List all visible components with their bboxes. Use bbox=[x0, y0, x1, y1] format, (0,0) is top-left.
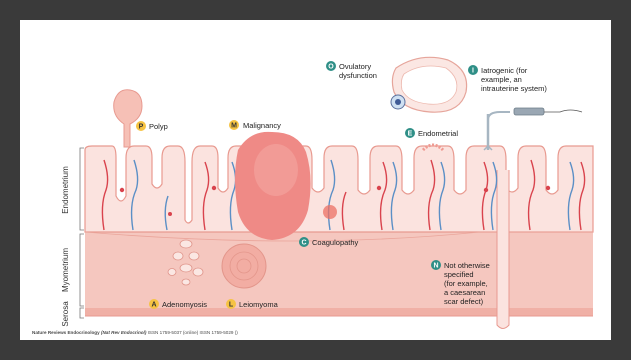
label-malignancy: M Malignancy bbox=[229, 120, 281, 130]
not-otherwise-line-2: specified bbox=[444, 270, 474, 279]
svg-text:A: A bbox=[151, 302, 156, 309]
ovulatory-line-2: dysfunction bbox=[339, 71, 377, 80]
credit-abbr: (Nat Rev Endocrinol) bbox=[101, 330, 147, 335]
svg-text:C: C bbox=[301, 240, 306, 247]
svg-text:L: L bbox=[229, 302, 234, 309]
not-otherwise-line-3: (for example, bbox=[444, 279, 488, 288]
malignancy-label: Malignancy bbox=[243, 121, 281, 130]
scar-defect-groove bbox=[497, 170, 509, 329]
serosa-label: Serosa bbox=[61, 301, 70, 327]
credit-issn: ISSN 1759-5037 (online) ISSN 1759-5029 (… bbox=[148, 330, 239, 335]
svg-text:E: E bbox=[408, 131, 413, 138]
not-otherwise-line-4: a caesarean bbox=[444, 288, 485, 297]
ovary bbox=[391, 57, 467, 112]
leiomyoma bbox=[222, 244, 266, 288]
not-otherwise-line-5: scar defect) bbox=[444, 297, 484, 306]
svg-text:N: N bbox=[433, 263, 438, 270]
serosa-layer bbox=[85, 308, 593, 316]
endometrium-label: Endometrium bbox=[61, 166, 70, 214]
svg-text:M: M bbox=[231, 123, 237, 130]
endometrium-layer bbox=[85, 146, 593, 232]
malignancy-highlight bbox=[254, 144, 298, 196]
endometrial-label: Endometrial bbox=[418, 129, 458, 138]
credit-journal: Nature Reviews Endocrinology bbox=[32, 330, 100, 335]
svg-text:O: O bbox=[328, 64, 334, 71]
iatrogenic-line-1: Iatrogenic (for bbox=[481, 66, 528, 75]
label-endometrial: E Endometrial bbox=[405, 128, 458, 138]
label-ovulatory: O Ovulatory dysfunction bbox=[326, 61, 377, 80]
iatrogenic-line-3: intrauterine system) bbox=[481, 84, 547, 93]
leiomyoma-label: Leiomyoma bbox=[239, 300, 279, 309]
label-iatrogenic: I Iatrogenic (for example, an intrauteri… bbox=[468, 65, 547, 93]
label-polyp: P Polyp bbox=[136, 121, 168, 131]
side-brackets bbox=[80, 148, 84, 318]
uterine-wall-diagram: Endometrium Myometrium Serosa P Polyp M … bbox=[20, 20, 611, 340]
not-otherwise-line-1: Not otherwise bbox=[444, 261, 490, 270]
polyp-shape bbox=[114, 90, 142, 147]
myometrium-label: Myometrium bbox=[61, 248, 70, 292]
svg-text:I: I bbox=[472, 68, 474, 75]
ovulatory-line-1: Ovulatory bbox=[339, 62, 371, 71]
adenomyosis-label: Adenomyosis bbox=[162, 300, 207, 309]
polyp-label: Polyp bbox=[149, 122, 168, 131]
svg-text:P: P bbox=[139, 124, 144, 131]
coagulopathy-spot bbox=[323, 205, 337, 219]
iatrogenic-line-2: example, an bbox=[481, 75, 522, 84]
intrauterine-device bbox=[484, 108, 582, 150]
label-leiomyoma: L Leiomyoma bbox=[226, 299, 279, 309]
credit-line: Nature Reviews Endocrinology (Nat Rev En… bbox=[32, 330, 238, 335]
figure-canvas: Endometrium Myometrium Serosa P Polyp M … bbox=[20, 20, 611, 340]
coagulopathy-label: Coagulopathy bbox=[312, 238, 359, 247]
